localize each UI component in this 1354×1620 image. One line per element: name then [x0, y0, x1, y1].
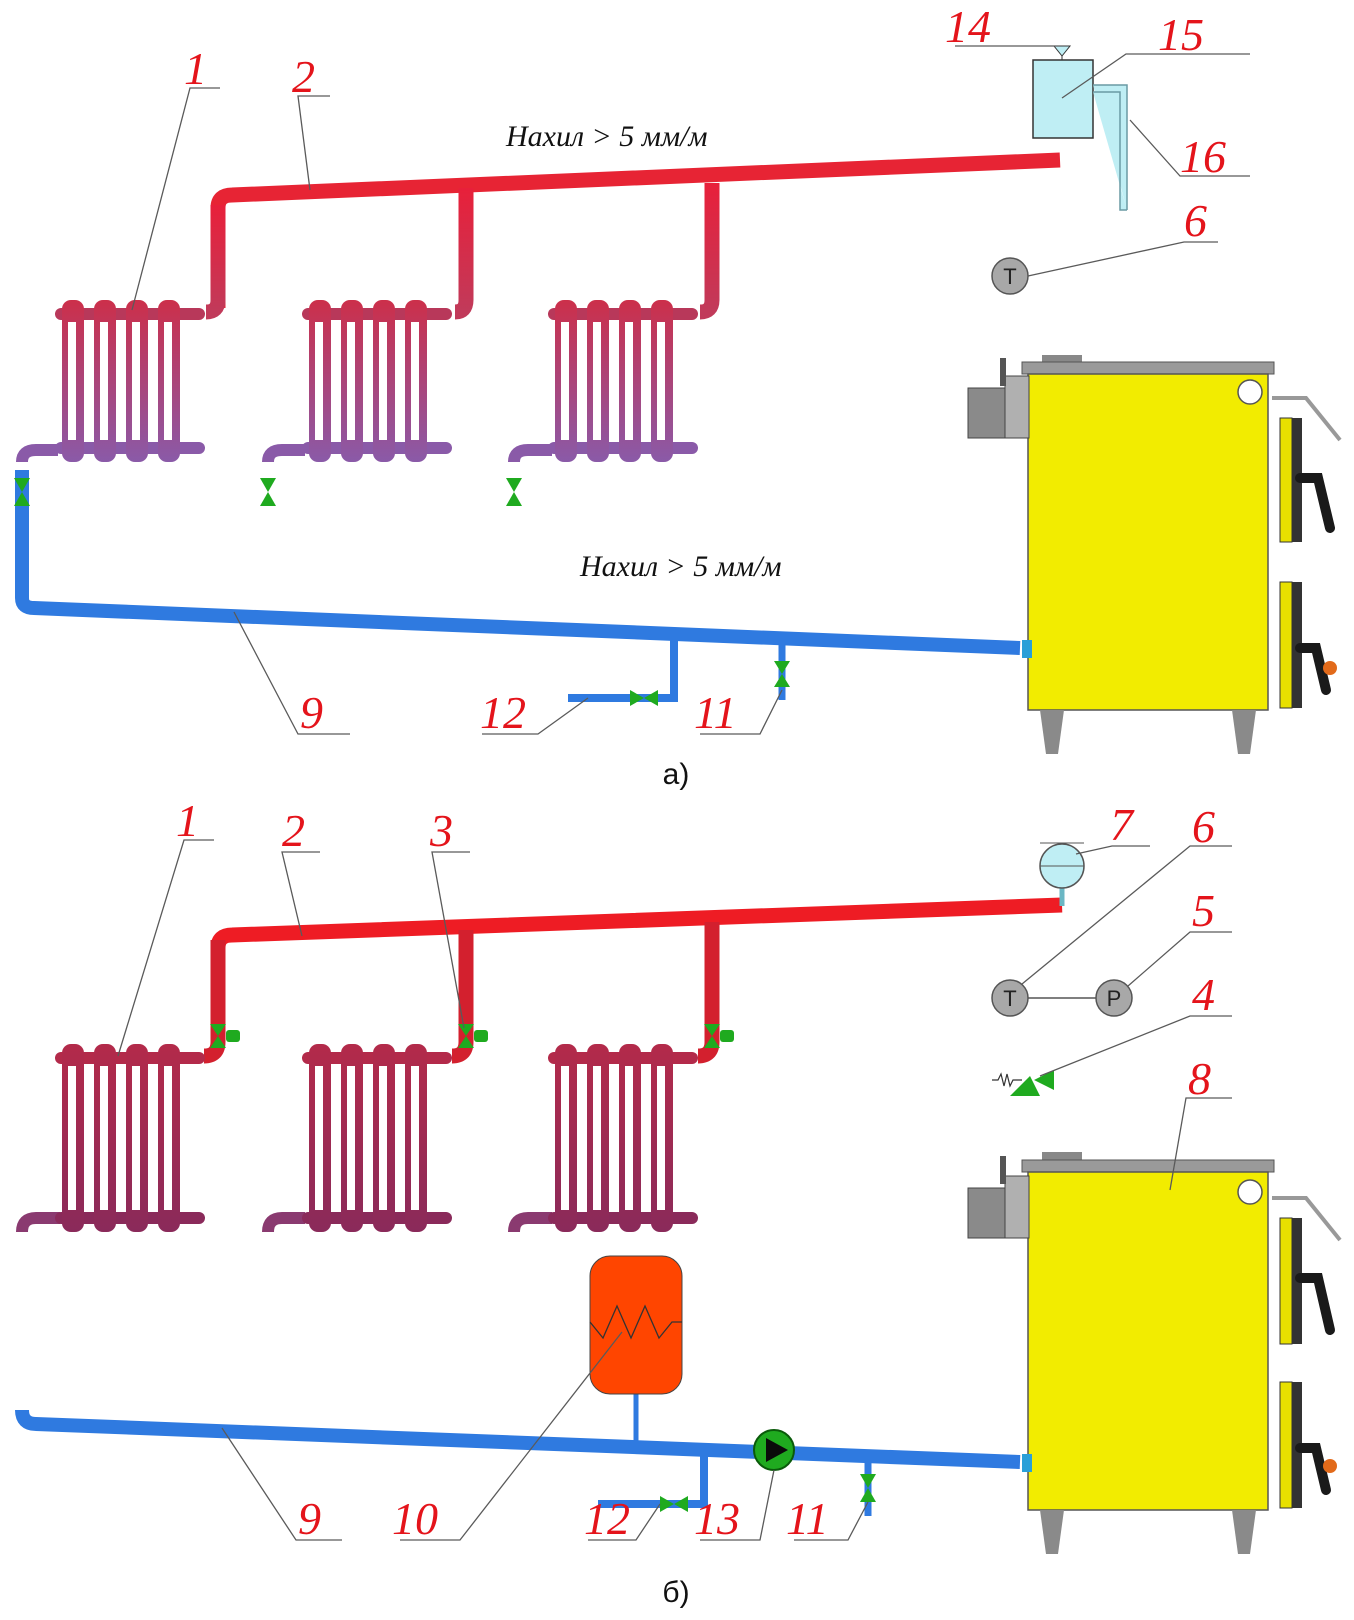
open-expansion-tank-a: [1032, 45, 1128, 211]
valve-return-2-a[interactable]: [260, 478, 276, 506]
return-link-1-a: [16, 444, 58, 463]
callout-4-b: 4: [1192, 969, 1215, 1020]
supply-drop-1-a: [205, 205, 226, 320]
return-link-1-b: [16, 1212, 60, 1233]
callout-11-b: 11: [786, 1493, 829, 1544]
manometer-b: P: [1095, 979, 1133, 1017]
valve-fill-a[interactable]: [774, 661, 790, 687]
callout-15-a: 15: [1158, 9, 1204, 60]
svg-text:P: P: [1107, 986, 1122, 1011]
diaphragm-vessel-b: [1039, 842, 1085, 889]
boiler-a: [967, 355, 1342, 754]
valve-return-3-a[interactable]: [506, 478, 522, 506]
callout-7-b: 7: [1110, 799, 1135, 850]
valve-fill-b[interactable]: [860, 1474, 876, 1502]
caption-a: а): [663, 758, 690, 791]
callout-2-b: 2: [282, 805, 305, 856]
callout-16-a: 16: [1180, 131, 1226, 182]
membrane-expansion-vessel-b: [589, 1255, 683, 1448]
svg-text:T: T: [1003, 986, 1016, 1011]
return-link-3-b: [508, 1212, 552, 1233]
valve-drain-a[interactable]: [630, 690, 658, 706]
supply-drop-3-a: [699, 183, 720, 320]
callout-10-b: 10: [392, 1493, 438, 1544]
svg-text:T: T: [1003, 264, 1016, 289]
callout-13-b: 13: [694, 1493, 740, 1544]
callout-1-a: 1: [184, 43, 207, 94]
drain-pipe-b: [598, 1448, 708, 1508]
supply-pipe-a: [210, 152, 1061, 308]
scheme-a: T Нахил > 5 мм/м Нахил > 5 мм/м: [14, 1, 1342, 791]
callout-8-b: 8: [1188, 1053, 1211, 1104]
callouts-b: 1 2 3 7 6 5 4 8 9 10 12 13 11: [117, 795, 1232, 1544]
radiator-1-a: [55, 300, 205, 462]
caption-b: б): [662, 1576, 689, 1609]
callout-12-b: 12: [584, 1493, 630, 1544]
callout-1-b: 1: [176, 795, 199, 846]
return-pipe-b: [15, 1409, 1021, 1469]
return-pipe-a: [15, 470, 1021, 655]
radiator-2-b: [302, 1044, 452, 1232]
callout-9-b: 9: [298, 1493, 321, 1544]
callout-5-b: 5: [1192, 885, 1215, 936]
callout-3-b: 3: [429, 805, 453, 856]
gauge-group-b: T P: [991, 979, 1133, 1017]
return-link-2-b: [262, 1212, 305, 1233]
callout-12-a: 12: [480, 687, 526, 738]
supply-drop-3-b: [697, 922, 720, 1064]
radiator-2-a: [302, 300, 452, 462]
callout-14-a: 14: [945, 1, 991, 52]
supply-drop-2-b: [451, 930, 474, 1064]
radiator-3-b: [548, 1044, 698, 1232]
callout-9-a: 9: [300, 687, 323, 738]
callout-6-b: 6: [1192, 801, 1215, 852]
thermometer-b: T: [991, 979, 1029, 1017]
callout-6-a: 6: [1184, 195, 1207, 246]
supply-pipe-b: [210, 897, 1063, 1022]
thermostatic-valve-1-b[interactable]: [210, 1024, 240, 1048]
scheme-b: T P: [15, 795, 1342, 1609]
return-link-2-a: [262, 444, 305, 463]
thermostatic-valve-2-b[interactable]: [458, 1024, 488, 1048]
circulation-pump-b[interactable]: [753, 1429, 795, 1471]
callouts-a: 1 2 14 15 16 6 9 12 11: [131, 1, 1250, 738]
slope-label-return-a: Нахил > 5 мм/м: [579, 550, 782, 583]
callout-11-a: 11: [694, 687, 737, 738]
callout-2-a: 2: [292, 51, 315, 102]
radiator-1-b: [55, 1044, 205, 1232]
supply-drop-1-b: [203, 940, 226, 1064]
thermostatic-valve-3-b[interactable]: [704, 1024, 734, 1048]
return-link-3-a: [508, 444, 552, 463]
slope-label-supply-a: Нахил > 5 мм/м: [505, 120, 708, 153]
safety-valve-b[interactable]: [992, 1070, 1054, 1096]
drain-pipe-a: [568, 640, 678, 702]
supply-drop-2-a: [454, 188, 474, 320]
valve-return-1-a[interactable]: [14, 478, 30, 506]
thermometer-a: T: [991, 257, 1029, 295]
valve-drain-b[interactable]: [660, 1496, 688, 1512]
boiler-b: [967, 1152, 1342, 1554]
radiator-3-a: [548, 300, 698, 462]
